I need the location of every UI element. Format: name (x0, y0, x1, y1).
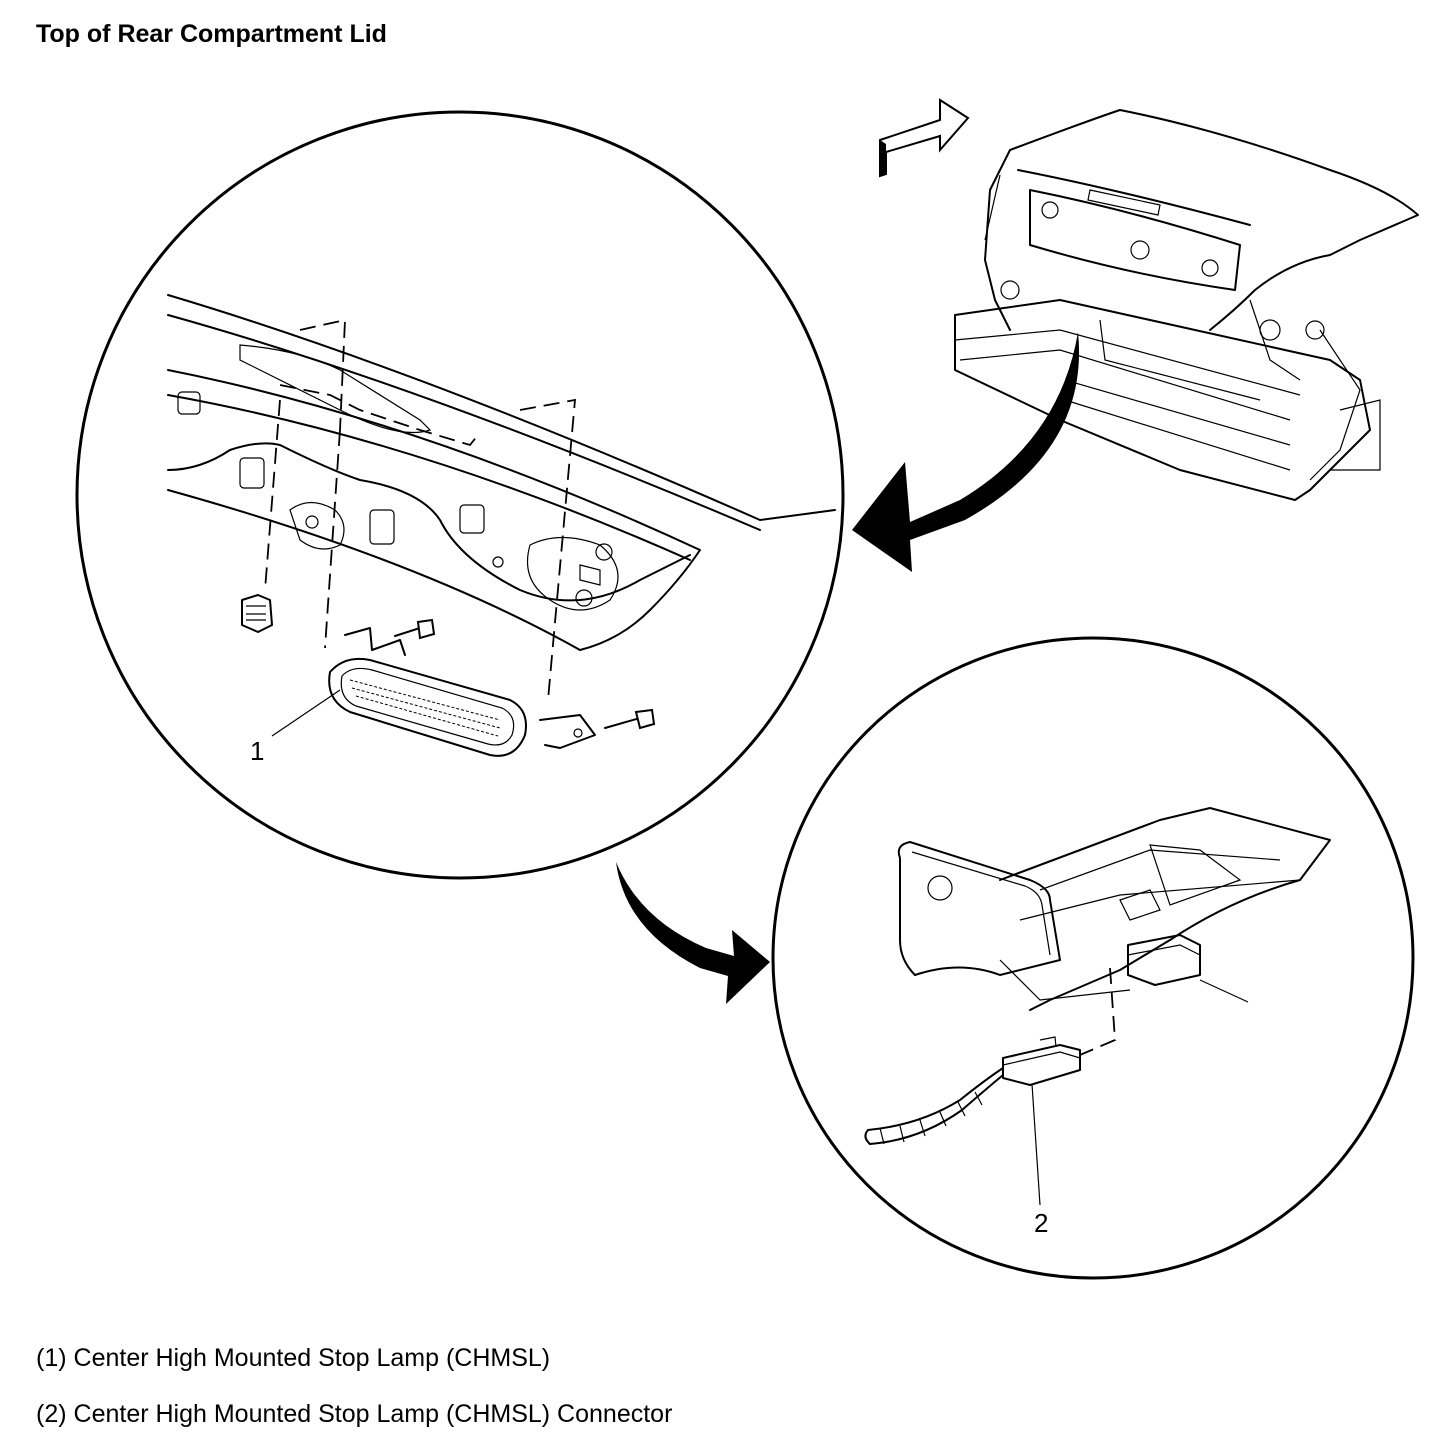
diagram-title: Top of Rear Compartment Lid (36, 20, 387, 48)
legend-item-1-text: Center High Mounted Stop Lamp (CHMSL) (73, 1344, 551, 1372)
legend-item-1-number: (1) (36, 1344, 67, 1372)
legend-item-1: (1) Center High Mounted Stop Lamp (CHMSL… (36, 1344, 550, 1373)
bolt-right (604, 708, 656, 730)
callout-1-label: 1 (250, 736, 264, 766)
detail-connector-line (759, 509, 836, 521)
vehicle-front-direction-arrow (879, 98, 970, 178)
chmsl-detail-view: 1 (75, 110, 845, 880)
callout-1-leader (271, 689, 341, 737)
legend-item-2: (2) Center High Mounted Stop Lamp (CHMSL… (36, 1400, 672, 1429)
bolt-left (394, 618, 436, 640)
legend-item-2-number: (2) (36, 1400, 67, 1428)
chmsl-lamp-assembly (328, 627, 596, 757)
connector-detail-view: 2 (771, 636, 1415, 1280)
detail-pointer-arrow-bottom (616, 862, 770, 1004)
callout-2-leader (1031, 1083, 1041, 1206)
legend-item-2-text: Center High Mounted Stop Lamp (CHMSL) Co… (73, 1400, 673, 1428)
callout-2-label: 2 (1034, 1208, 1048, 1238)
chmsl-connector (864, 1036, 1081, 1145)
detail-pointer-arrow-top (852, 332, 1080, 572)
vehicle-rear-overview (954, 109, 1419, 501)
